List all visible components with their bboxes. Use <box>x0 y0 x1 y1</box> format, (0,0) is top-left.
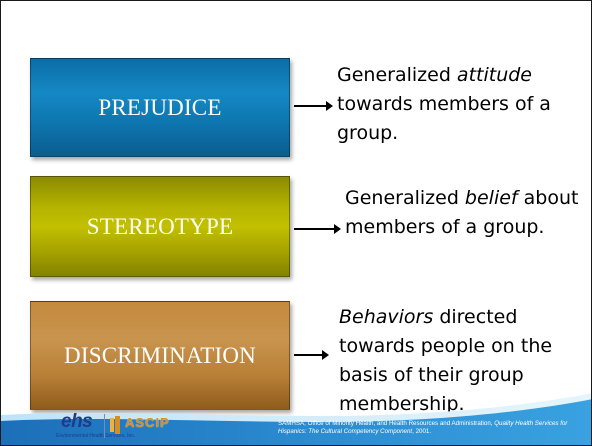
desc-emphasis: attitude <box>456 64 532 86</box>
prejudice-label: PREJUDICE <box>98 94 222 120</box>
logo-divider <box>104 414 105 438</box>
citation-title: Quality Health Services for Hispanics: T… <box>278 420 568 435</box>
citation-text: SAMHSA, Office of Minority Health, and H… <box>278 420 495 427</box>
footer-wave <box>1 393 591 445</box>
ehs-logo-subtitle: Environmental Health Services, Inc. <box>56 433 136 439</box>
arrow-right-icon <box>294 350 329 360</box>
ascip-mark-icon <box>110 416 120 434</box>
desc-emphasis: belief <box>464 187 518 209</box>
ascip-logo: ASCIP <box>125 415 170 430</box>
stereotype-description: Generalized belief about members of a gr… <box>345 184 585 242</box>
ehs-logo: ehs <box>61 411 93 432</box>
desc-text: Generalized <box>345 187 465 209</box>
arrow-right-icon <box>294 224 341 234</box>
discrimination-description: Behaviors directed towards people on the… <box>339 303 589 419</box>
stereotype-label: STEREOTYPE <box>86 213 234 239</box>
stereotype-box: STEREOTYPE <box>30 176 290 277</box>
desc-text: directed towards people on the basis of … <box>339 306 553 415</box>
discrimination-box: DISCRIMINATION <box>30 301 290 410</box>
prejudice-description: Generalized attitude towards members of … <box>337 61 587 148</box>
prejudice-box: PREJUDICE <box>30 58 290 157</box>
arrow-right-icon <box>294 101 333 111</box>
discrimination-label: DISCRIMINATION <box>64 342 256 368</box>
citation-year: , 2001. <box>412 428 432 435</box>
desc-text: towards members of a group. <box>337 93 551 144</box>
desc-text: about members of a group. <box>345 187 579 238</box>
desc-emphasis: Behaviors <box>339 306 434 328</box>
desc-text: Generalized <box>337 64 457 86</box>
citation: SAMHSA, Office of Minority Health, and H… <box>278 420 578 436</box>
